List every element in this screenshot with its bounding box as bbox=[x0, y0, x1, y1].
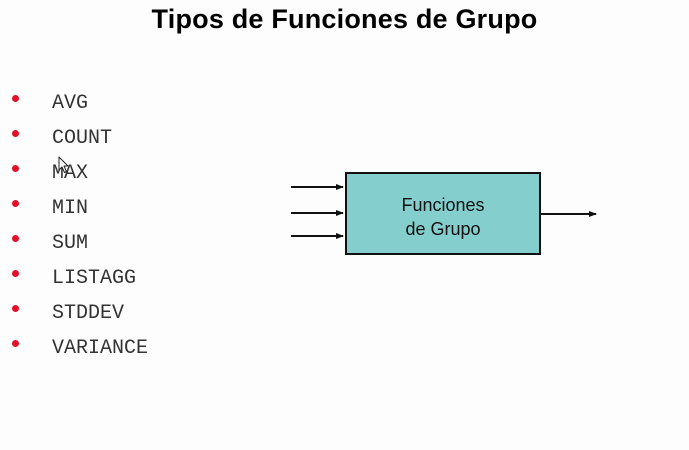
list-item: COUNT bbox=[0, 125, 220, 160]
group-functions-list: AVG COUNT MAX MIN SUM LISTAGG STDDEV VA bbox=[0, 90, 220, 370]
bullet-icon bbox=[12, 340, 19, 347]
list-item-label: VARIANCE bbox=[52, 337, 149, 360]
group-functions-box-label: Funciones de Grupo bbox=[347, 193, 539, 241]
list-item: MIN bbox=[0, 195, 220, 230]
list-item-label: COUNT bbox=[52, 127, 113, 150]
box-label-line1: Funciones bbox=[401, 195, 485, 215]
bullet-icon bbox=[12, 270, 19, 277]
bullet-icon bbox=[12, 130, 19, 137]
bullet-icon bbox=[12, 165, 19, 172]
list-item: VARIANCE bbox=[0, 335, 220, 370]
list-item-label: MIN bbox=[52, 197, 89, 220]
slide-title: Tipos de Funciones de Grupo bbox=[151, 4, 538, 34]
list-item-label: SUM bbox=[52, 232, 89, 255]
box-label-line2: de Grupo bbox=[405, 219, 481, 239]
list-item-label: AVG bbox=[52, 92, 89, 115]
bullet-icon bbox=[12, 95, 19, 102]
bullet-icon bbox=[12, 305, 19, 312]
list-item-label: STDDEV bbox=[52, 302, 125, 325]
group-functions-box: Funciones de Grupo bbox=[345, 172, 541, 255]
list-item: SUM bbox=[0, 230, 220, 265]
bullet-icon bbox=[12, 200, 19, 207]
list-item: LISTAGG bbox=[0, 265, 220, 300]
bullet-icon bbox=[12, 235, 19, 242]
list-item-label: LISTAGG bbox=[52, 267, 137, 290]
mouse-cursor-icon bbox=[58, 156, 69, 173]
list-item: STDDEV bbox=[0, 300, 220, 335]
list-item: AVG bbox=[0, 90, 220, 125]
